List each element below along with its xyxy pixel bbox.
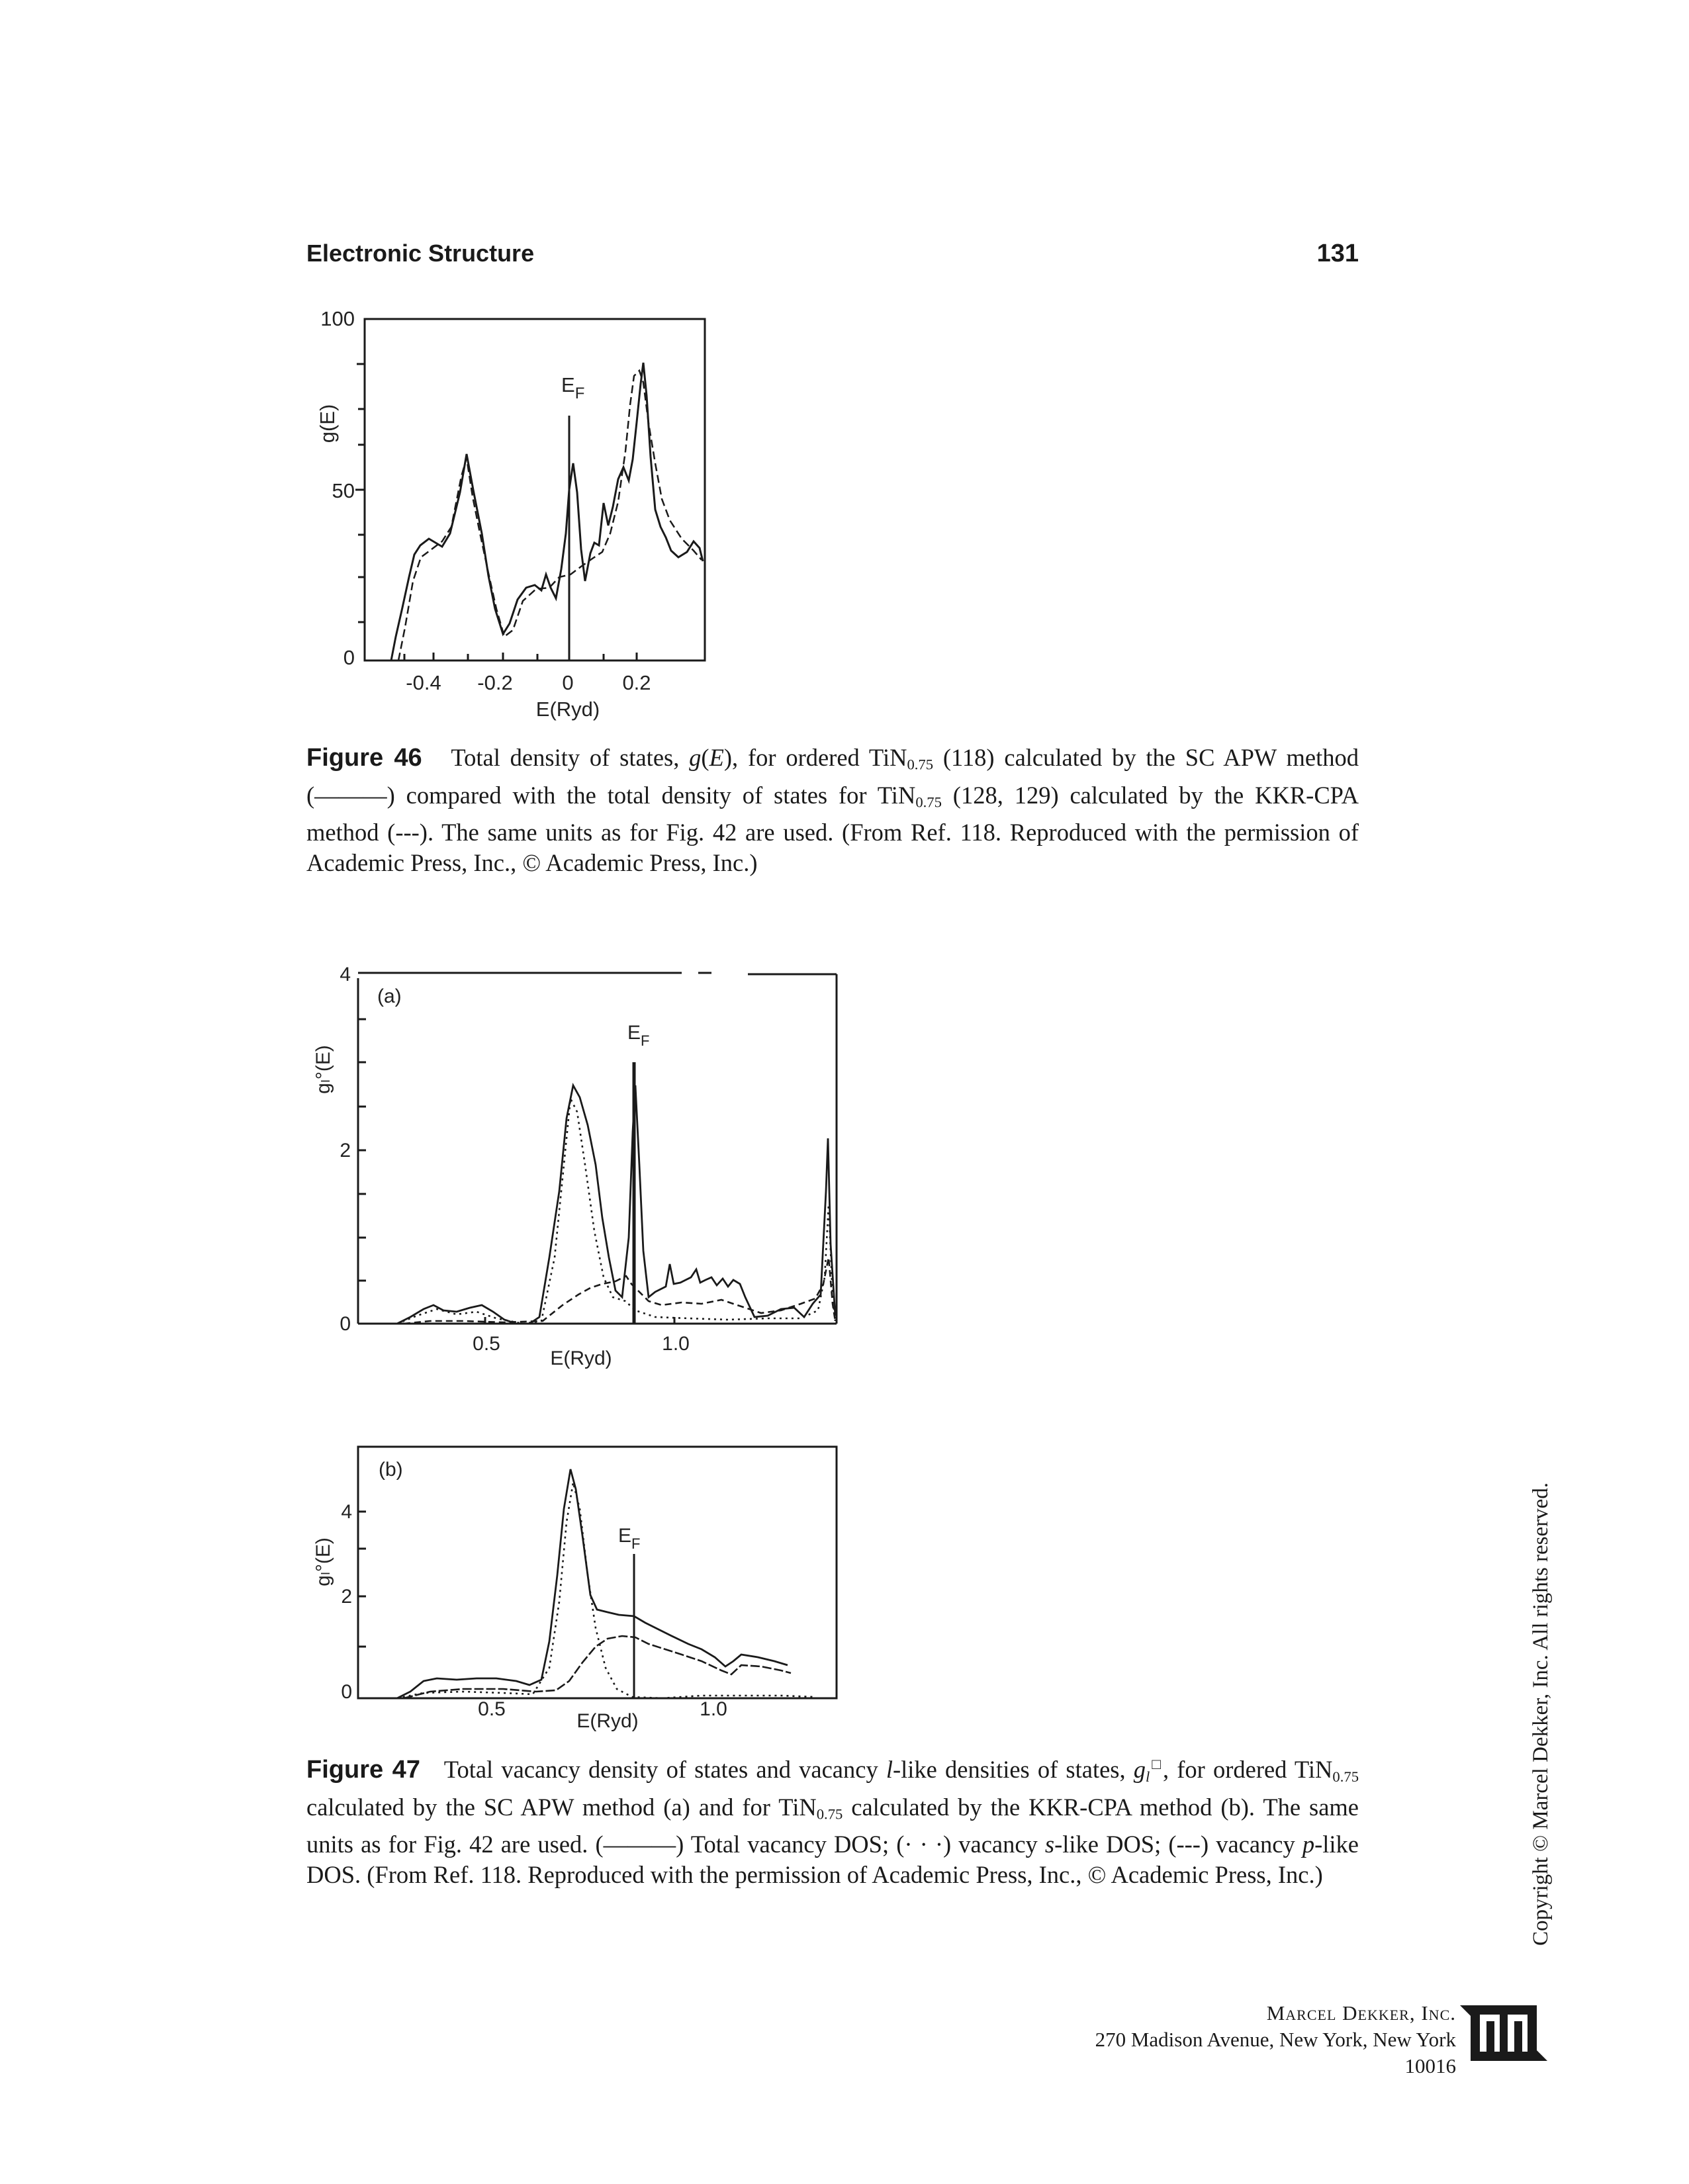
fig46-xtick-0: 0: [562, 671, 573, 694]
fig47b-ticks: [358, 1510, 366, 1648]
fig47b-p-like-curve: [403, 1635, 792, 1700]
fig47b-panel-label: (b): [379, 1459, 403, 1480]
fig47b-y-axis-label: gₗ°(E): [312, 1537, 334, 1586]
figure-46-plot: [355, 318, 706, 662]
caption46-sub-2: 0.75: [915, 794, 942, 811]
caption47-g-sup: □: [1150, 1756, 1164, 1772]
fig46-ytick-100: 100: [320, 307, 355, 330]
fig46-fermi-label: EF: [561, 373, 584, 402]
caption46-sub-1: 0.75: [907, 756, 934, 773]
fig46-ticks: [355, 363, 638, 660]
caption47-text-5: calculated by the KKR-CPA method (b). Th…: [306, 1793, 1359, 1858]
caption47-g: g: [1133, 1756, 1146, 1784]
fig47a-s-like-curve: [396, 1095, 837, 1325]
caption47-sub-2: 0.75: [816, 1805, 843, 1823]
fig46-ytick-50: 50: [332, 479, 355, 502]
fig47a-p-like-curve: [403, 1257, 837, 1325]
fig47a-y-axis-label: gₗ°(E): [312, 1045, 334, 1094]
fig47a-fermi-label: EF: [627, 1022, 649, 1049]
fig47a-x-axis-label: E(Ryd): [550, 1347, 612, 1369]
fig47b-total-curve: [396, 1469, 788, 1700]
caption46-text-2: (: [701, 744, 709, 771]
fig47a-xtick-05: 0.5: [473, 1333, 500, 1355]
fig47b-labels: (b) 4 2 0 gₗ°(E) 0.5 1.0 E(Ryd) EF: [312, 1459, 727, 1732]
fig46-kkr-cpa-curve: [397, 369, 702, 661]
fig46-labels: 100 50 0 g(E) -0.4 -0.2 0 0.2 E(Ryd) EF: [316, 307, 651, 721]
caption46-text-3: ), for ordered TiN: [723, 744, 907, 771]
caption47-l: l: [886, 1756, 893, 1784]
figure-47-caption-label: Figure 47: [306, 1756, 420, 1784]
fig46-y-axis-label: g(E): [316, 404, 339, 443]
publisher-name: Marcel Dekker, Inc.: [1266, 2001, 1456, 2025]
fig47a-labels: (a) 4 2 0 gₗ°(E) 0.5 1.0 E(Ryd) EF: [312, 964, 690, 1369]
fig47b-xtick-05: 0.5: [478, 1698, 506, 1720]
fig47a-xtick-10: 1.0: [662, 1333, 690, 1355]
fig47a-ytick-2: 2: [340, 1140, 351, 1161]
fig47a-ytick-0: 0: [340, 1313, 351, 1335]
fig47a-panel-label: (a): [377, 985, 402, 1007]
caption47-text-4: calculated by the SC APW method (a) and …: [306, 1793, 817, 1821]
caption47-text-6: -like DOS; (---) vacancy: [1054, 1831, 1302, 1858]
fig47b-ytick-2: 2: [341, 1586, 352, 1608]
fig47b-xtick-10: 1.0: [700, 1698, 727, 1720]
fig47b-ytick-4: 4: [341, 1501, 352, 1523]
page-number: 131: [1316, 240, 1359, 267]
caption46-text-4: (118) calculated by the SC APW method (—…: [306, 744, 1359, 809]
caption46-E: E: [709, 744, 724, 771]
caption47-g-sub: l: [1146, 1768, 1150, 1785]
caption46-text-5: (128, 129) calculated by the KKR-CPA met…: [306, 781, 1359, 877]
caption47-text-3: , for ordered TiN: [1163, 1756, 1333, 1784]
figure-47b-plot: [357, 1445, 838, 1700]
figure-46-caption-label: Figure 46: [306, 744, 422, 772]
caption47-text-2: -like densities of states,: [893, 1756, 1134, 1784]
fig46-xtick-02: 0.2: [622, 671, 651, 694]
caption47-sub-1: 0.75: [1332, 1768, 1359, 1785]
fig46-ytick-0: 0: [343, 646, 355, 669]
fig47b-frame: [357, 1445, 838, 1700]
fig46-apw-curve: [390, 362, 704, 661]
fig47b-x-axis-label: E(Ryd): [576, 1710, 638, 1732]
fig46-xtick-m04: -0.4: [406, 671, 441, 694]
copyright-notice: Copyright © Marcel Dekker, Inc. All righ…: [1529, 1482, 1553, 1946]
publisher-address: 270 Madison Avenue, New York, New York 1…: [1095, 2028, 1456, 2077]
running-head: Electronic Structure 131: [306, 240, 1359, 279]
caption46-g: g: [689, 744, 702, 771]
figure-47-caption: Figure 47 Total vacancy density of state…: [306, 1749, 1359, 1890]
caption47-text-7: -like DOS. (From Ref. 118. Reproduced wi…: [306, 1831, 1359, 1889]
caption47-p: p: [1302, 1831, 1315, 1858]
figure-47a-plot: [357, 972, 838, 1325]
caption47-s: s: [1044, 1831, 1055, 1858]
caption47-text-1: Total vacancy density of states and vaca…: [443, 1756, 886, 1784]
fig47b-fermi-label: EF: [618, 1525, 640, 1552]
section-title: Electronic Structure: [306, 240, 535, 267]
publisher-logo: [1460, 2005, 1547, 2061]
fig46-x-axis-label: E(Ryd): [536, 698, 600, 721]
fig47a-ytick-4: 4: [340, 964, 351, 985]
fig47a-ticks: [358, 1018, 676, 1324]
fig47a-total-curve: [396, 1082, 837, 1325]
caption46-text-1: Total density of states,: [451, 744, 690, 771]
fig46-xtick-m02: -0.2: [477, 671, 512, 694]
fig47b-ytick-0: 0: [341, 1681, 352, 1703]
publisher-block: Marcel Dekker, Inc. 270 Madison Avenue, …: [1079, 2000, 1456, 2079]
figure-46-caption: Figure 46 Total density of states, g(E),…: [306, 743, 1359, 878]
